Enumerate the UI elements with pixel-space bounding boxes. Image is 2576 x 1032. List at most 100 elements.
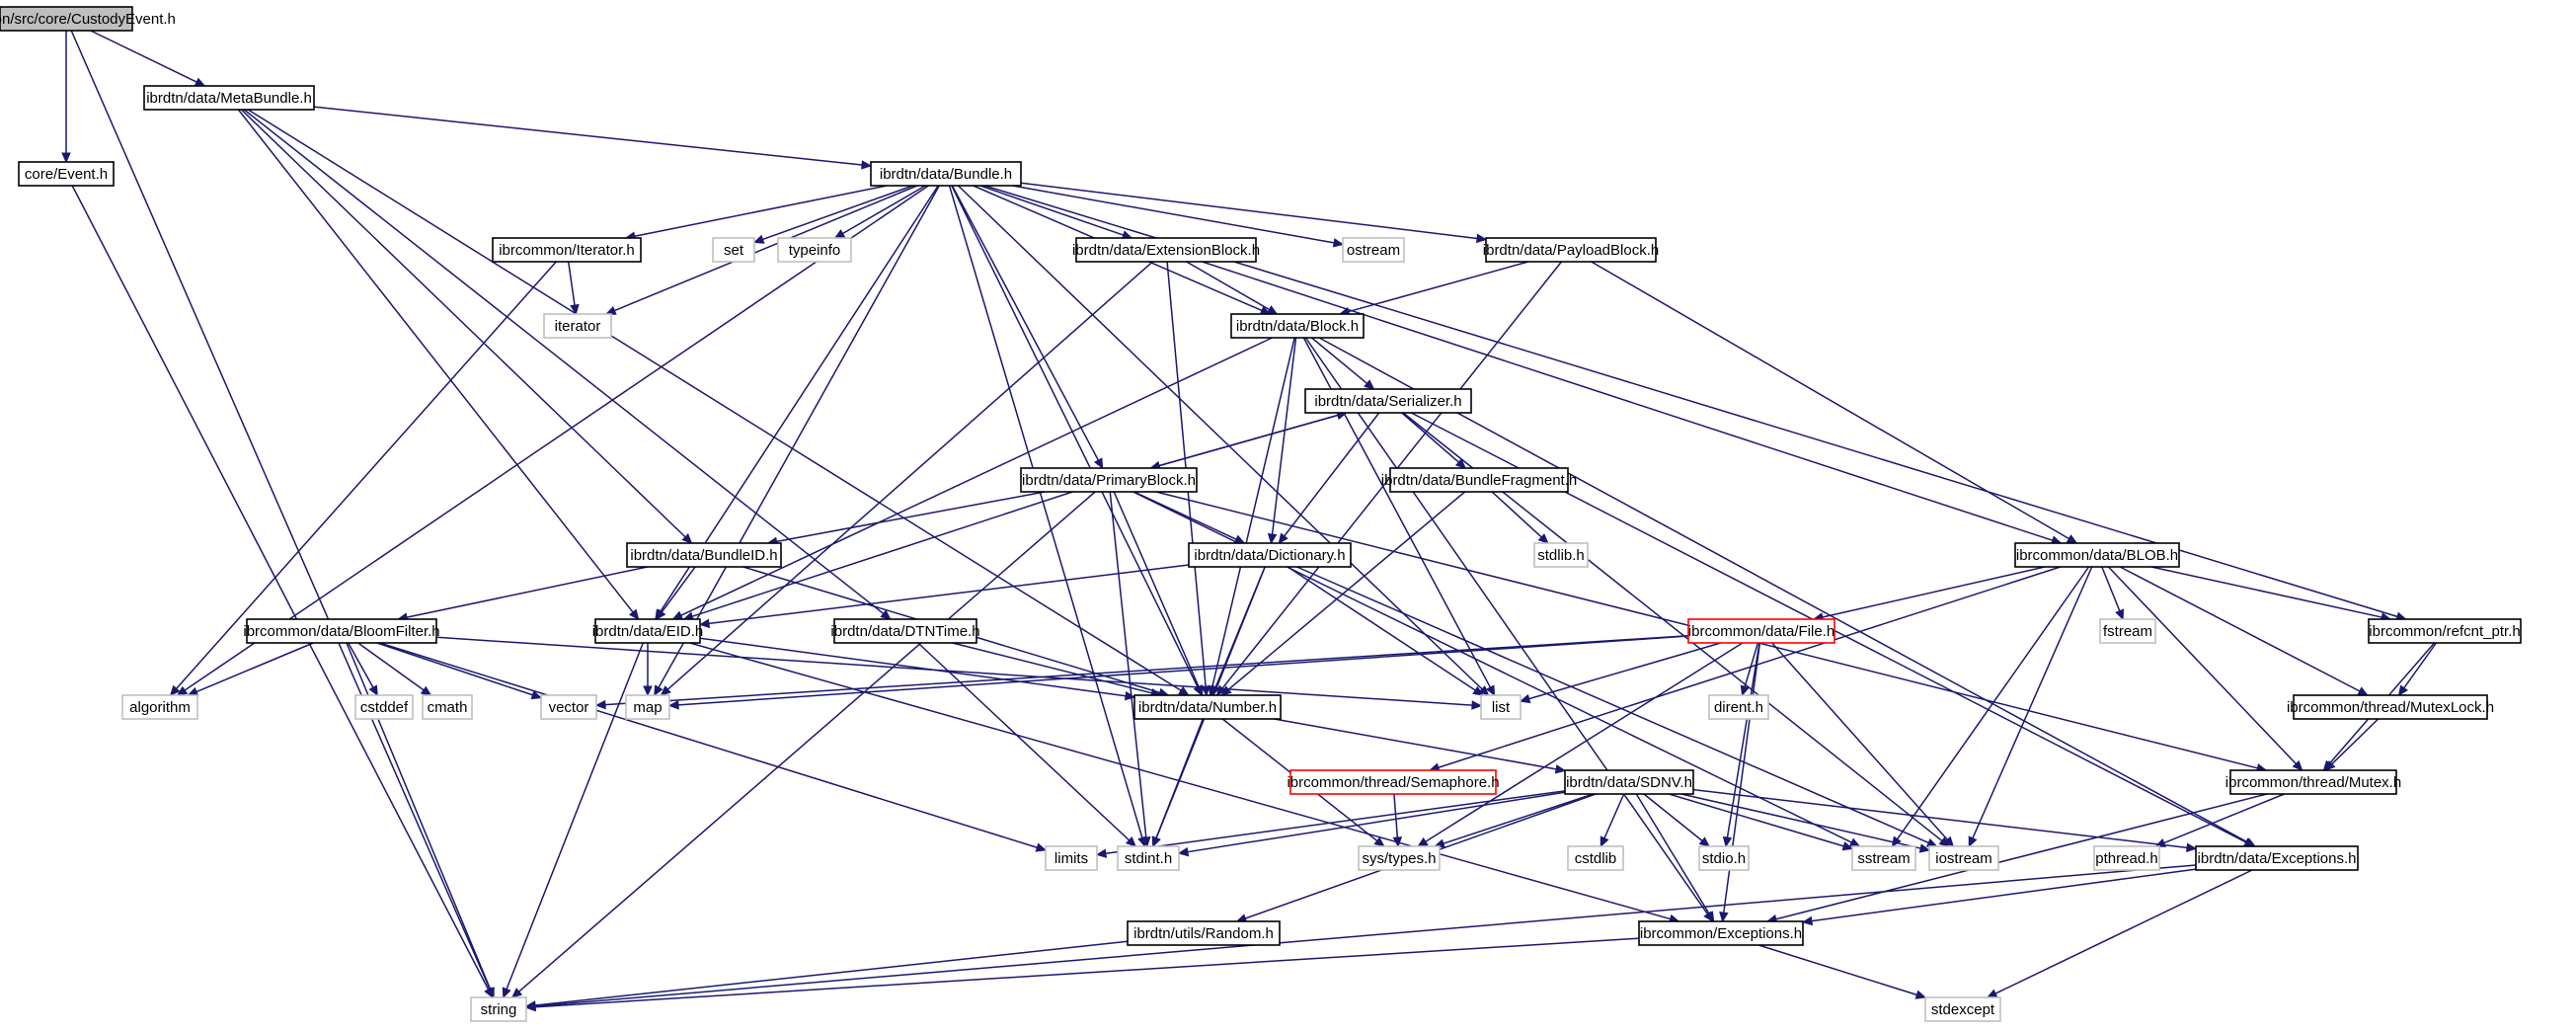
node-label: stdlib.h [1537, 547, 1585, 564]
node-stdlib-h: stdlib.h [1533, 542, 1589, 568]
edge-line [346, 642, 492, 990]
node-ibrdtn-data-dtntime-h[interactable]: ibrdtn/data/DTNTime.h [830, 618, 980, 644]
edge-line [1771, 642, 1948, 840]
dependency-edge-n36-n47 [1765, 793, 2268, 924]
node-ibrdtn-data-eid-h[interactable]: ibrdtn/data/EID.h [592, 618, 704, 644]
edge-line [1202, 261, 2054, 541]
dependency-edge-n30-n35 [1274, 718, 1567, 774]
node-label: stdint.h [1125, 850, 1172, 867]
edge-arrowhead [530, 690, 543, 700]
dependency-edge-n13-n16 [766, 491, 1046, 546]
edge-line [90, 30, 197, 83]
dependency-edge-n4-n25 [169, 261, 557, 696]
node-label: ibrcommon/data/File.h [1688, 623, 1834, 640]
node-box [1924, 996, 2001, 1022]
node-box [1304, 388, 1472, 414]
node-ibrdtn-data-extensionblock-h[interactable]: ibrdtn/data/ExtensionBlock.h [1072, 237, 1260, 263]
dependency-edge-n1-n3 [313, 106, 873, 170]
node-ibrcommon-iterator-h[interactable]: ibrcommon/Iterator.h [492, 237, 642, 263]
dependency-edge-n22-n41 [1722, 642, 1760, 848]
dependency-edge-n0-n2 [61, 31, 71, 164]
edge-arrowhead [510, 988, 523, 998]
node-ibrdtn-data-number-h[interactable]: ibrdtn/data/Number.h [1133, 694, 1282, 720]
node-ibrdtn-data-metabundle-h[interactable]: ibrdtn/data/MetaBundle.h [143, 85, 315, 111]
dependency-edge-n13-n12 [1150, 410, 1348, 469]
node-ibrdtn-data-sdnv-h[interactable]: ibrdtn/data/SDNV.h [1564, 769, 1694, 795]
edge-arrowhead [604, 305, 617, 315]
dependency-edge-n3-n38 [948, 185, 1147, 848]
edge-line [1897, 566, 2090, 840]
node-label: ostream [1347, 242, 1400, 259]
dependency-edge-n47-n48 [524, 937, 1640, 1012]
dependency-edge-n19-n27 [357, 642, 432, 696]
node-label: ibrcommon/Iterator.h [499, 242, 635, 259]
edge-arrowhead [1986, 989, 1998, 998]
node-box [1127, 920, 1281, 946]
node-label: ibrdtn/data/Block.h [1236, 318, 1359, 335]
node-box [625, 694, 670, 720]
edge-line [176, 261, 557, 689]
edge-line [435, 636, 1473, 706]
node-label: daemon/src/core/CustodyEvent.h [0, 11, 176, 28]
edge-line [699, 637, 1127, 697]
node-ibrcommon-thread-mutex-h[interactable]: ibrcommon/thread/Mutex.h [2225, 769, 2401, 795]
node-ibrcommon-data-blob-h[interactable]: ibrcommon/data/BLOB.h [2014, 542, 2180, 568]
node-box [1708, 694, 1769, 720]
node-label: sys/types.h [1362, 850, 1436, 867]
edge-line [1155, 718, 1204, 838]
node-ibrcommon-exceptions-h[interactable]: ibrcommon/Exceptions.h [1638, 920, 1804, 946]
node-box [2293, 694, 2488, 720]
node-ibrcommon-thread-mutexlock-h[interactable]: ibrcommon/thread/MutexLock.h [2287, 694, 2494, 720]
edge-arrowhead [1801, 915, 1814, 926]
edge-line [634, 185, 888, 237]
node-daemon-src-core-custodyevent-h[interactable]: daemon/src/core/CustodyEvent.h [0, 6, 176, 32]
node-ibrdtn-data-bundleid-h[interactable]: ibrdtn/data/BundleID.h [626, 542, 782, 568]
node-ibrcommon-refcnt-ptr-h[interactable]: ibrcommon/refcnt_ptr.h [2368, 618, 2522, 644]
node-ibrcommon-thread-semaphore-h[interactable]: ibrcommon/thread/Semaphore.h [1287, 769, 1500, 795]
node-core-event-h[interactable]: core/Event.h [18, 161, 115, 187]
node-box [1564, 769, 1694, 795]
node-box [833, 618, 977, 644]
node-set: set [712, 237, 755, 263]
edge-arrowhead [1266, 305, 1279, 315]
node-box [777, 237, 852, 263]
node-string: string [470, 996, 527, 1022]
node-ibrdtn-data-exceptions-h[interactable]: ibrdtn/data/Exceptions.h [2195, 845, 2359, 871]
node-box [354, 694, 414, 720]
edge-line [1274, 718, 1557, 770]
node-box [2099, 618, 2156, 644]
dependency-edge-n18-n22 [1812, 566, 2046, 622]
node-box [470, 996, 527, 1022]
edge-arrowhead [2357, 686, 2369, 696]
node-ibrcommon-data-bloomfilter-h[interactable]: ibrcommon/data/BloomFilter.h [243, 618, 440, 644]
edge-line [1726, 642, 1760, 838]
edge-line [1603, 793, 1625, 839]
node-ibrdtn-data-payloadblock-h[interactable]: ibrdtn/data/PayloadBlock.h [1483, 237, 1659, 263]
node-box [2368, 618, 2522, 644]
node-box [1928, 845, 1999, 871]
node-ibrdtn-data-bundle-h[interactable]: ibrdtn/data/Bundle.h [870, 161, 1022, 187]
edge-arrowhead [1475, 233, 1488, 244]
node-ibrdtn-data-serializer-h[interactable]: ibrdtn/data/Serializer.h [1304, 388, 1472, 414]
node-box [1020, 467, 1198, 493]
edge-line [1723, 642, 1761, 913]
edge-arrowhead [176, 685, 189, 696]
node-box [1289, 769, 1497, 795]
edge-arrowhead [1722, 835, 1733, 848]
node-box [246, 618, 437, 644]
edge-line [2101, 566, 2121, 611]
edge-line [376, 642, 533, 696]
edge-line [518, 491, 1096, 992]
node-ibrdtn-data-block-h[interactable]: ibrdtn/data/Block.h [1230, 313, 1365, 339]
node-ibrdtn-utils-random-h[interactable]: ibrdtn/utils/Random.h [1127, 920, 1281, 946]
node-box [1851, 845, 1916, 871]
dependency-edge-n22-n43 [1771, 642, 1955, 847]
dependency-edge-n17-n43 [1296, 566, 1938, 847]
node-label: vector [549, 699, 589, 716]
node-ibrdtn-data-primaryblock-h[interactable]: ibrdtn/data/PrimaryBlock.h [1020, 467, 1198, 493]
edge-line [948, 185, 1143, 838]
edge-line [534, 864, 2197, 1007]
node-ibrcommon-data-file-h[interactable]: ibrcommon/data/File.h [1687, 618, 1835, 644]
node-ibrdtn-data-bundlefragment-h[interactable]: ibrdtn/data/BundleFragment.h [1381, 467, 1577, 493]
node-ibrdtn-data-dictionary-h[interactable]: ibrdtn/data/Dictionary.h [1188, 542, 1352, 568]
